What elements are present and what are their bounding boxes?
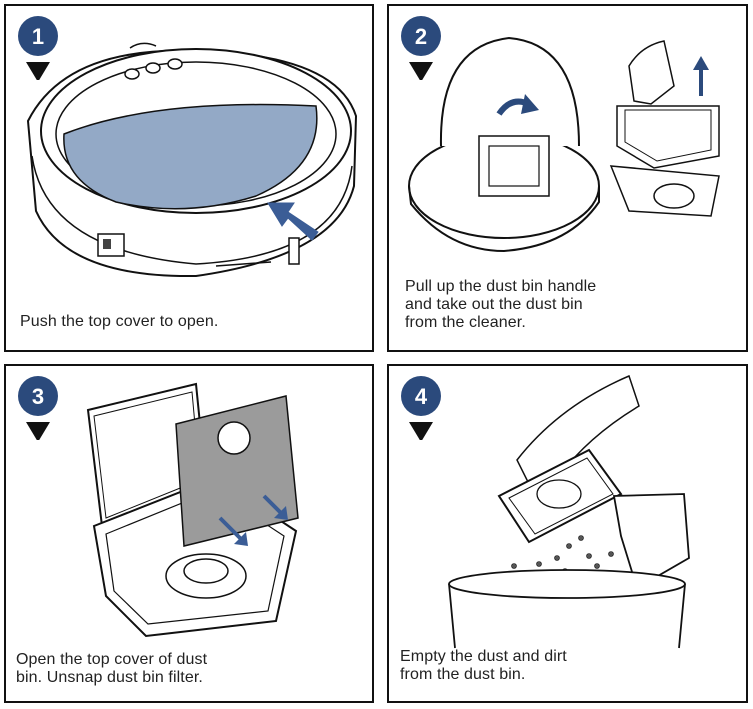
step-number: 3 xyxy=(32,384,44,409)
step-number-badge: 3 xyxy=(16,374,62,440)
open-dustbin-illustration xyxy=(86,382,299,638)
step-number: 1 xyxy=(32,24,44,49)
step-number-badge: 2 xyxy=(399,14,445,80)
step-caption: Push the top cover to open. xyxy=(20,313,219,330)
step-number: 2 xyxy=(415,24,427,49)
step-3-panel: 3 Open the top cover of dust bin. Unsnap… xyxy=(4,364,374,703)
step-caption: Pull up the dust bin handle and take out… xyxy=(405,278,597,331)
step-caption: Empty the dust and dirt from the dust bi… xyxy=(400,648,567,683)
step-number-badge: 4 xyxy=(399,374,445,440)
remove-dustbin-illustration xyxy=(408,36,720,253)
step-4-panel: 4 Empty the dust and dirt from the dust … xyxy=(387,364,748,703)
robot-cover-illustration xyxy=(26,42,358,278)
empty-dustbin-illustration xyxy=(448,374,690,649)
step-caption: Open the top cover of dust bin. Unsnap d… xyxy=(16,651,208,686)
step-1-panel: 1 Push the top cover to open. xyxy=(4,4,374,352)
step-number-badge: 1 xyxy=(16,14,62,80)
step-2-panel: 2 Pull up the dust bin handle and take o… xyxy=(387,4,748,352)
step-number: 4 xyxy=(415,384,428,409)
